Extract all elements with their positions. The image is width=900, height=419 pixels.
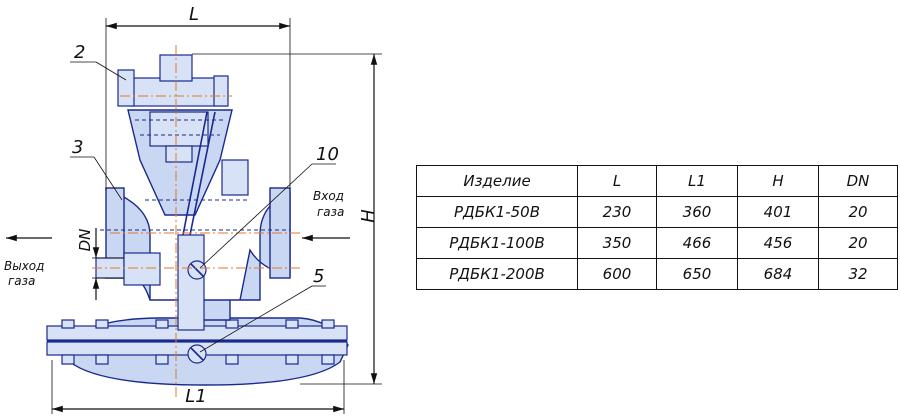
header-cell: H — [737, 165, 819, 197]
callout-5: 5 — [199, 266, 326, 353]
table-row: РДБК1-100В 350 466 456 20 — [416, 227, 898, 259]
dim-dn-label: DN — [76, 229, 94, 252]
dimension-dn: DN — [76, 228, 124, 300]
dimension-l1: L1 — [51, 360, 345, 414]
callout-3-label: 3 — [72, 137, 83, 158]
callout-3: 3 — [70, 137, 123, 201]
table-cell: 20 — [818, 196, 898, 228]
header-cell: DN — [818, 165, 898, 197]
center-lines — [92, 45, 300, 400]
dim-l-label: L — [189, 4, 199, 25]
table-cell: 20 — [818, 227, 898, 259]
inlet-label-2: газа — [317, 205, 344, 219]
table-cell: 456 — [737, 227, 819, 259]
spec-table: Изделие L L1 H DN РДБК1-50В 230 360 401 … — [416, 165, 898, 290]
outlet-label-1: Выход — [4, 259, 44, 273]
table-cell: 360 — [656, 196, 738, 228]
table-header-row: Изделие L L1 H DN — [416, 165, 898, 197]
inlet-label-1: Вход — [313, 189, 344, 203]
dim-h-label: H — [358, 209, 379, 223]
callout-2-label: 2 — [74, 42, 85, 63]
outlet-label-2: газа — [8, 274, 35, 288]
header-cell: L — [577, 165, 657, 197]
table-cell: 230 — [577, 196, 657, 228]
table-cell: РДБК1-100В — [416, 227, 578, 259]
table-cell: РДБК1-50В — [416, 196, 578, 228]
table-cell: 600 — [577, 258, 657, 290]
callout-10: 10 — [199, 144, 339, 269]
table-cell: 650 — [656, 258, 738, 290]
outlet-arrow: Выход газа — [4, 234, 52, 288]
dim-l1-label: L1 — [185, 386, 206, 407]
table-cell: 32 — [818, 258, 898, 290]
table-row: РДБК1-50В 230 360 401 20 — [416, 196, 898, 228]
table-cell: РДБК1-200В — [416, 258, 578, 290]
table-cell: 401 — [737, 196, 819, 228]
table-cell: 350 — [577, 227, 657, 259]
table-row: РДБК1-200В 600 650 684 32 — [416, 258, 898, 290]
inlet-arrow: Вход газа — [302, 189, 350, 242]
dimension-h: H — [192, 53, 382, 385]
table-cell: 684 — [737, 258, 819, 290]
header-cell: L1 — [656, 165, 738, 197]
table-cell: 466 — [656, 227, 738, 259]
header-cell: Изделие — [416, 165, 578, 197]
callout-2: 2 — [70, 42, 127, 81]
regulator-body — [46, 54, 349, 386]
dimension-l: L — [105, 4, 291, 190]
callout-10-label: 10 — [316, 144, 339, 165]
callout-5-label: 5 — [313, 266, 324, 287]
